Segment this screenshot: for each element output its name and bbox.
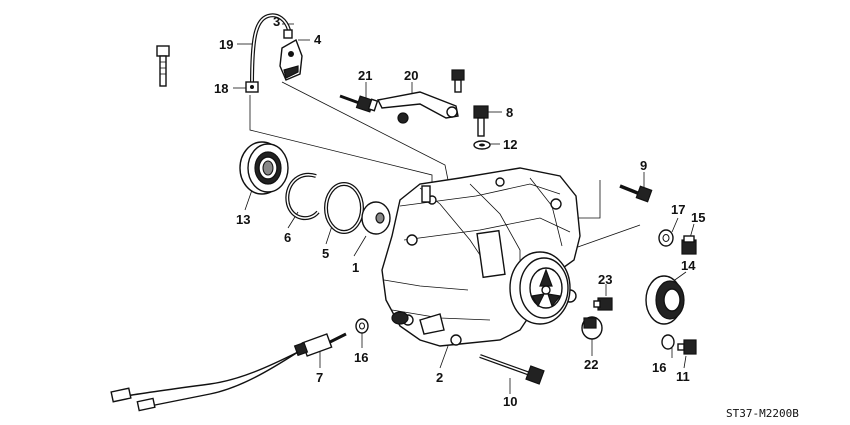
callout-6: 6 [284,230,291,245]
callout-18: 18 [214,81,228,96]
loose-bolt-part [156,45,170,87]
diagram-reference-code: ST37-M2200B [726,407,799,420]
bolt-8-part [473,105,489,137]
callout-21: 21 [358,68,372,83]
bolt-10-part [479,354,545,385]
bolt-23-part [593,297,613,311]
callout-4: 4 [314,32,322,47]
callout-23: 23 [598,272,612,287]
oil-seal-14-part [645,275,685,325]
washer-12-part [473,140,491,150]
callout-13: 13 [236,212,250,227]
callout-9: 9 [640,158,647,173]
callout-3: 3 [273,14,280,29]
callout-16-left: 16 [354,350,368,365]
callout-22: 22 [584,357,598,372]
callout-12: 12 [503,137,517,152]
cable-clip-part [283,29,293,39]
callout-1: 1 [352,260,359,275]
shift-lever-part [376,91,459,124]
bearing-13-part [239,141,289,195]
bolt-21-part [339,94,379,113]
callout-19: 19 [219,37,233,52]
callout-14: 14 [681,258,696,273]
bolt-11-part [677,339,697,355]
callout-labels: 1 2 3 4 5 6 7 8 9 10 11 12 13 14 15 16 1… [214,14,705,409]
oil-guide-plate-part [361,201,391,235]
sensor-7-part [110,332,347,412]
washer-16-left-part [355,318,369,334]
shift-cable-part [250,13,291,86]
callout-20: 20 [404,68,418,83]
callout-11: 11 [676,369,690,384]
transmission-housing-part [381,167,581,347]
plug-22-part [581,316,603,340]
washer-16-right-part [661,334,675,350]
callout-8: 8 [506,105,513,120]
circlip-6-part [285,172,320,221]
cable-bracket-part [279,38,303,81]
callout-2: 2 [436,370,443,385]
callout-10: 10 [503,394,517,409]
shim-5-part [324,182,364,234]
cable-end-clip-part [245,81,259,93]
washer-17-part [658,229,674,247]
callout-7: 7 [316,370,323,385]
callout-15: 15 [691,210,705,225]
bolt-9-part [619,184,653,203]
callout-16-right: 16 [652,360,666,375]
bolt-20b-part [451,69,465,93]
plug-15-part [681,235,697,255]
callout-17: 17 [671,202,685,217]
callout-5: 5 [322,246,329,261]
